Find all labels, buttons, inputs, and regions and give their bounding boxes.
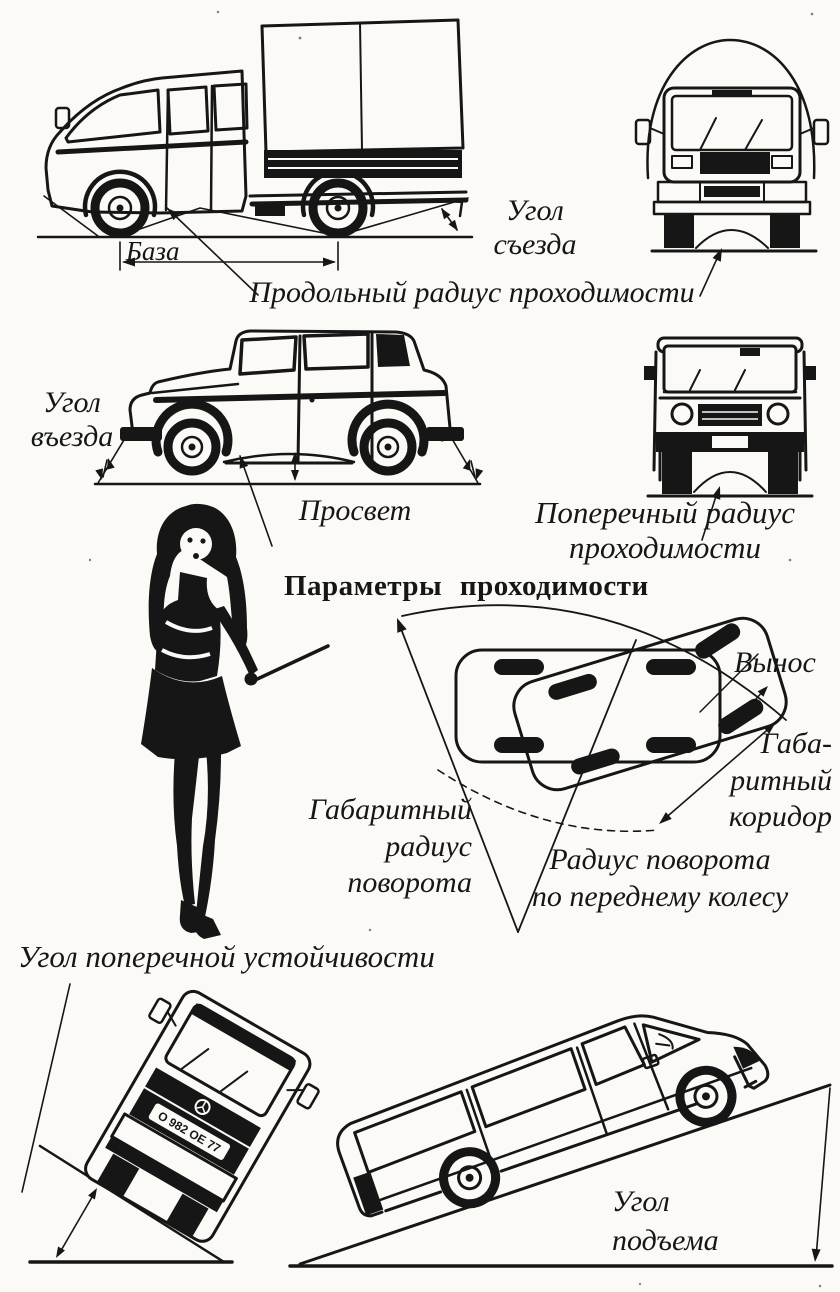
transverse-radius-label: Поперечный радиус проходимости: [534, 495, 796, 565]
slope-line: [298, 1083, 832, 1266]
turning-diagram-figure: [397, 604, 788, 933]
outer-sweep-arc: [401, 604, 787, 721]
label-leader: [21, 983, 71, 1193]
underbody-arc: [693, 471, 767, 493]
lateral-stability-label: Угол поперечной устойчивости: [18, 939, 435, 974]
climb-angle-label: Угол подъема: [612, 1185, 719, 1257]
corridor-label: Габа- ритный коридор: [728, 727, 832, 834]
wheelbase-dimension: [119, 241, 339, 271]
presenter-figure: [141, 503, 330, 939]
scan-noise: [88, 10, 822, 1288]
truck-front-view-figure: [634, 38, 830, 297]
truck-side-view-figure: [36, 18, 474, 296]
clearance-label: Просвет: [298, 494, 412, 527]
approach-angle-label: Угол въезда: [30, 386, 114, 453]
clearance-dimension: [239, 452, 299, 547]
tilted-truck-figure: О 982 ОЕ 77: [21, 983, 320, 1264]
page-title: Параметры проходимости: [284, 570, 649, 602]
front-wheel: [82, 169, 158, 238]
rear-wheel: [439, 1147, 501, 1209]
pointer-stick: [251, 644, 330, 683]
front-wheel: [675, 1065, 737, 1127]
overall-turning-radius-label: Габаритный радиус поворота: [308, 793, 472, 900]
corridor-dimension: [661, 724, 774, 822]
rear-wheel: [300, 169, 376, 238]
suv-side-view-figure: [93, 329, 484, 547]
rear-wheel: [347, 399, 429, 476]
tilted-truck-body: О 982 ОЕ 77: [84, 989, 320, 1243]
car-top-view-straight: [454, 648, 722, 764]
van-body: [336, 1014, 770, 1218]
climbing-van-figure: [288, 1014, 834, 1268]
leader-line: [166, 207, 259, 296]
underbody-arc: [695, 229, 769, 249]
suv-front-view-figure: [644, 336, 816, 541]
overhang-label: Вынос: [734, 646, 816, 679]
overall-radius-line: [397, 620, 519, 933]
departure-angle-label: Угол съезда: [493, 194, 577, 261]
longitudinal-radius-label: Продольный радиус проходимости: [249, 276, 695, 309]
wheelbase-label: База: [126, 236, 180, 266]
front-wheel: [151, 399, 233, 476]
front-wheel-turning-radius-label: Радиус поворота по переднему колесу: [531, 843, 789, 913]
